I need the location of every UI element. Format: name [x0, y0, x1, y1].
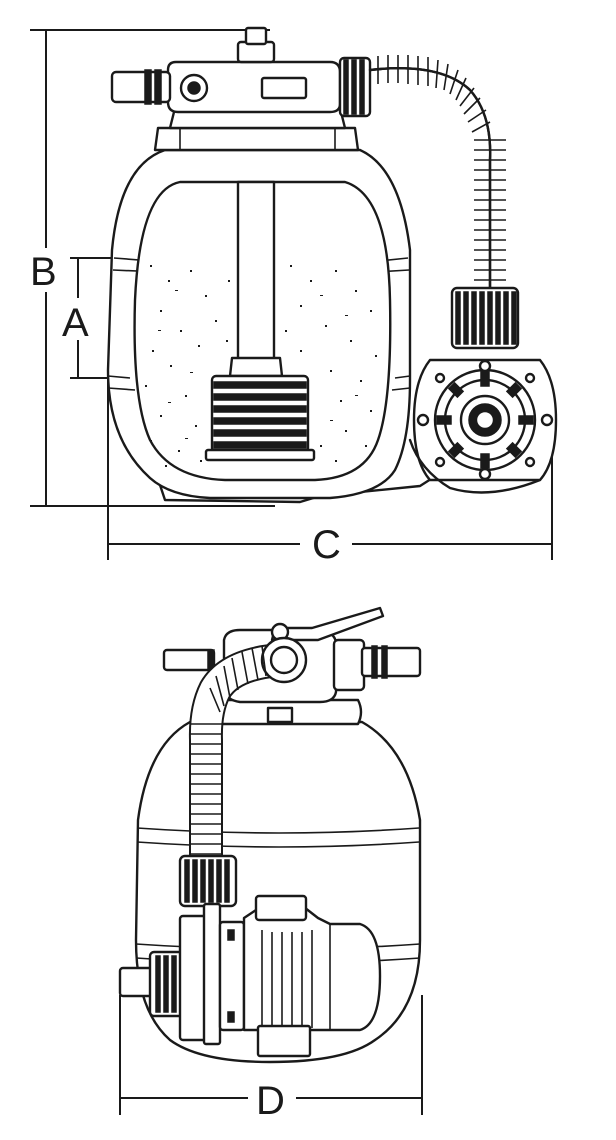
multiport-valve	[110, 26, 347, 130]
tank-clamp	[153, 126, 360, 152]
valve-union-nut	[338, 56, 372, 118]
pump-body-side	[118, 894, 382, 1058]
dimension-d: D	[119, 995, 423, 1123]
filter-front-view: D	[118, 606, 423, 1123]
sand-texture	[145, 265, 377, 467]
dimension-b: B	[30, 29, 275, 507]
dimension-b-label: B	[30, 250, 57, 294]
dimension-d-label: D	[256, 1079, 285, 1123]
corrugated-hose	[368, 55, 506, 292]
standpipe	[236, 180, 276, 364]
pump-union-nut	[450, 286, 520, 350]
corrugated-hose-front	[188, 636, 308, 860]
filter-side-view: B A C	[30, 26, 558, 567]
strainer-basket	[204, 374, 316, 462]
pump-front	[412, 358, 558, 482]
pump-union-nut-front	[178, 854, 238, 908]
dimension-c: C	[107, 370, 553, 567]
power-cord	[408, 438, 542, 494]
dimension-c-label: C	[312, 523, 341, 567]
dimension-a-label: A	[62, 301, 89, 345]
